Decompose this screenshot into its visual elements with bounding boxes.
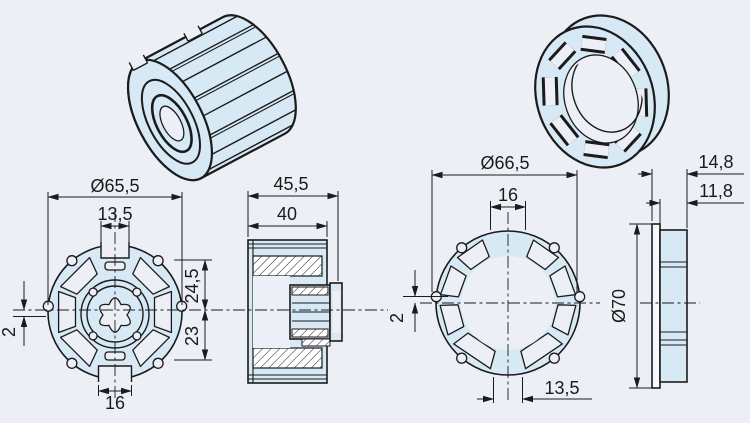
adapter-iso-front-notch-walls	[128, 54, 149, 71]
ring-side-rib-lines	[660, 261, 687, 346]
ring-side-body	[659, 229, 688, 383]
adapter-iso-view	[126, 14, 297, 182]
adapter-front-dimensions: Ø65,5 13,5 2 24,5 23 16	[0, 176, 212, 413]
adapter-body-length-label: 40	[277, 204, 297, 224]
ring-iso-windows	[541, 34, 649, 160]
ring-total-depth-label: 14,8	[698, 152, 733, 172]
center-lines	[13, 210, 700, 402]
adapter-side-hatch-bottom	[252, 347, 323, 369]
adapter-windows	[57, 256, 173, 368]
adapter-iso-back-notch-walls	[183, 25, 203, 42]
adapter-top-slot-width-label: 13,5	[97, 204, 132, 224]
adapter-front-view	[42, 240, 188, 384]
adapter-side-hatch-top	[252, 255, 323, 277]
adapter-side-view	[247, 239, 343, 384]
adapter-iso-ribs	[153, 15, 297, 171]
ring-front-dimensions: Ø66,5 16 2 13,5	[387, 153, 592, 403]
ring-side-flange	[651, 223, 661, 389]
adapter-iso-front-notch	[128, 54, 148, 71]
adapter-iso-back-notch	[183, 24, 203, 42]
adapter-side-collar-bore	[333, 291, 340, 333]
adapter-upper-half-height-label: 24,5	[182, 268, 202, 303]
ring-side-view	[651, 223, 688, 389]
adapter-total-length-label: 45,5	[273, 174, 308, 194]
ring-body-depth-label: 11,8	[699, 181, 733, 201]
adapter-side-shaft-hatch	[291, 286, 331, 347]
ring-iso-bore	[563, 54, 639, 144]
ring-top-segment-width-label: 16	[498, 185, 518, 205]
ring-iso-view	[534, 14, 670, 169]
ring-windows	[439, 239, 577, 370]
adapter-bottom-slot-width-label: 16	[105, 393, 125, 413]
ring-bottom-segment-width-label: 13,5	[544, 378, 579, 398]
adapter-side-hub-step	[276, 291, 290, 333]
ring-scallop-notches	[430, 242, 586, 364]
ring-outer-diameter-label: Ø66,5	[480, 153, 529, 173]
adapter-side-shaft-lines	[292, 302, 330, 322]
adapter-lower-half-height-label: 23	[182, 326, 202, 346]
adapter-side-dimensions: 45,5 40	[247, 174, 339, 281]
ring-side-dimensions: 14,8 11,8 Ø70	[609, 152, 744, 389]
adapter-iso-bore	[159, 105, 185, 142]
adapter-outer-diameter-label: Ø65,5	[90, 176, 139, 196]
ring-flange-diameter-label: Ø70	[609, 289, 629, 323]
ring-offset-label: 2	[387, 313, 407, 323]
adapter-scallop-notches	[42, 255, 188, 369]
adapter-offset-label: 2	[0, 327, 19, 337]
